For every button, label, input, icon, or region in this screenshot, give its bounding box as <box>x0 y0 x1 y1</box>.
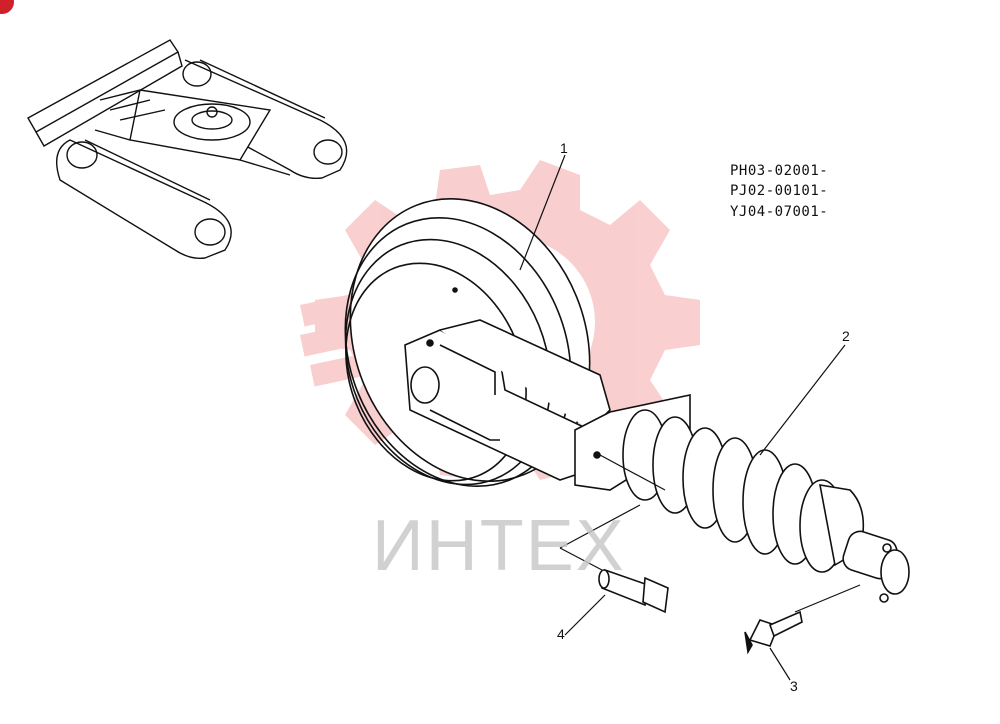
yoke-block <box>404 319 691 491</box>
undercarriage-thumbnail <box>27 39 348 260</box>
callout-4: 4 <box>557 626 565 642</box>
part-4-bolt <box>598 568 669 614</box>
recoil-spring <box>622 409 910 603</box>
watermark-text: ИНТЕХ <box>372 506 626 586</box>
callout-2: 2 <box>842 328 850 344</box>
corner-badge <box>0 0 14 14</box>
callout-1: 1 <box>560 140 568 156</box>
part-3-grease-fitting <box>744 610 803 655</box>
callout-3: 3 <box>790 678 798 694</box>
part-code-1: PH03-02001- <box>730 163 829 179</box>
leader-lines <box>519 154 861 681</box>
part-code-2: PJ02-00101- <box>730 183 829 199</box>
part-code-3: YJ04-07001- <box>730 204 829 220</box>
